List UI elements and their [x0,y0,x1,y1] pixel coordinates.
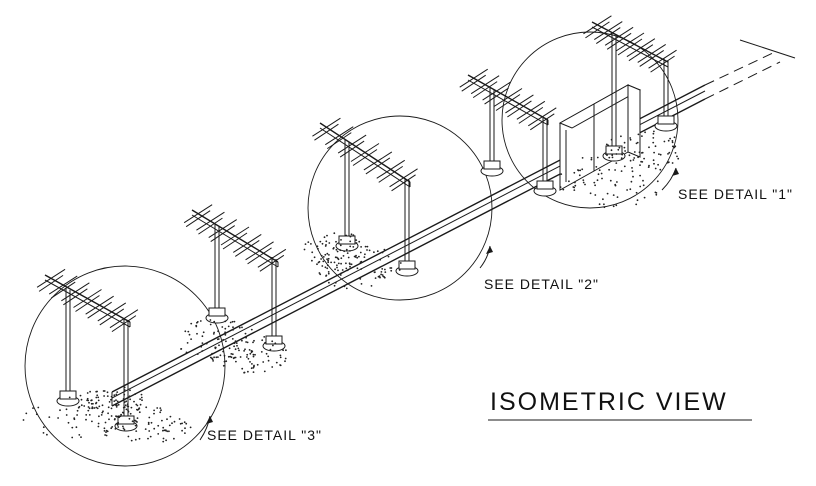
gravel-patches [22,130,680,443]
antenna-unit [312,117,419,277]
antenna-unit [183,204,287,352]
detail-circle-1[interactable] [501,31,679,209]
equipment-cabinet [558,84,642,191]
detail-circle-2[interactable] [307,115,493,301]
detail-label-2[interactable]: SEE DETAIL "2" [484,276,599,292]
detail-label-3[interactable]: SEE DETAIL "3" [207,427,322,443]
detail-circle-3[interactable] [24,265,226,467]
antenna-assemblies [36,15,678,432]
antenna-unit [459,68,557,197]
leader-arrows [199,167,679,441]
view-title: ISOMETRIC VIEW [490,388,728,416]
detail-label-1[interactable]: SEE DETAIL "1" [678,186,793,202]
antenna-unit [36,268,139,432]
antenna-unit [583,15,678,162]
